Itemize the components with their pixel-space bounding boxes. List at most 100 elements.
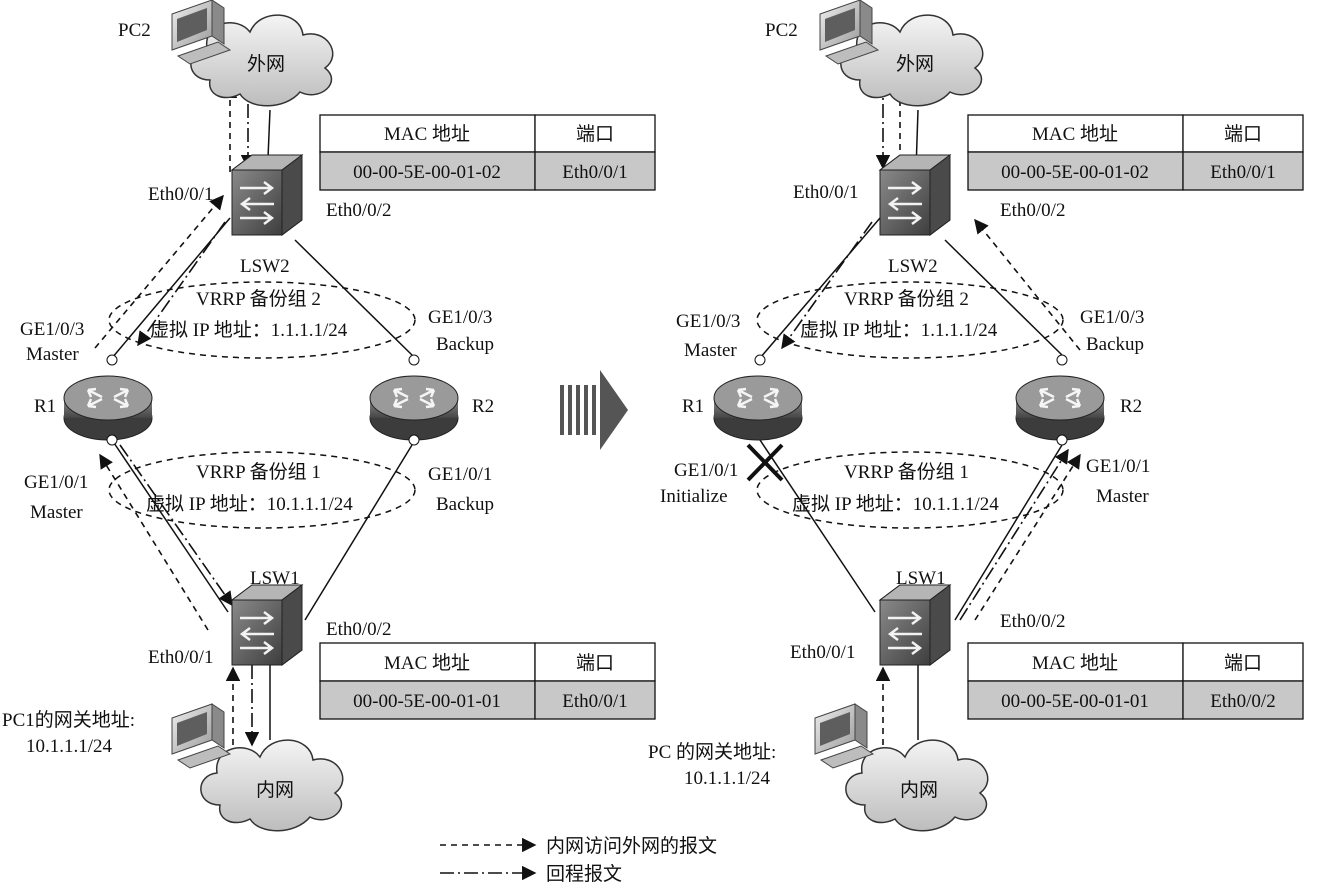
right-out-lsw1-r2 [974, 453, 1081, 621]
right-link-r2-lsw1 [954, 444, 1063, 621]
left-ret-lsw2-r1 [137, 221, 226, 347]
right-r2-dn-role: Master [1096, 486, 1149, 507]
left-vrrp-group1-ip: 虚拟 IP 地址：10.1.1.1/24 [146, 493, 353, 515]
left-ret-r1-lsw1 [119, 444, 233, 607]
left-lsw2-port1-label: Eth0/0/1 [148, 184, 213, 205]
left-r1-up-port [106, 354, 118, 366]
right-diagram: PC2 外网 Eth0/0/1 Eth0/0/2 LSW2 VRRP 备份组 2… [648, 0, 1304, 832]
left-vrrp-group2-ellipse [108, 281, 416, 359]
left-lsw2-port2-label: Eth0/0/2 [326, 200, 391, 221]
left-vrrp-group1-title: VRRP 备份组 1 [196, 461, 321, 483]
right-ret-r2-lsw1 [959, 448, 1069, 621]
right-top-table-port: Eth0/0/1 [1210, 162, 1275, 183]
right-vrrp-group2-title: VRRP 备份组 2 [844, 288, 969, 310]
left-vrrp-group2-ip: 虚拟 IP 地址：1.1.1.1/24 [150, 319, 348, 341]
legend-outbound-label: 内网访问外网的报文 [546, 835, 717, 857]
left-lan-label: 内网 [256, 779, 294, 801]
right-vrrp-group1-ellipse [756, 451, 1064, 529]
right-mac-table-bottom: MAC 地址 端口 00-00-5E-00-01-01 Eth0/0/2 [967, 642, 1304, 720]
right-out-r2-lsw2 [974, 218, 1081, 351]
right-r1-dn-role: Initialize [660, 486, 728, 507]
left-r2-dn-port [408, 434, 420, 446]
left-link-r1-lsw2 [111, 217, 231, 359]
right-top-table-header-port: 端口 [1224, 123, 1262, 145]
left-link-lsw2-r2 [294, 239, 413, 356]
right-bottom-table-header-port: 端口 [1224, 652, 1262, 674]
left-top-table-header-mac: MAC 地址 [384, 123, 470, 145]
left-bottom-table-port: Eth0/0/1 [562, 691, 627, 712]
left-r2-icon [368, 374, 460, 442]
transition-arrow-icon [560, 370, 628, 450]
right-r2-dn-port [1056, 434, 1068, 446]
left-pc1-gateway-line2: 10.1.1.1/24 [26, 736, 113, 757]
left-r2-label: R2 [472, 396, 494, 417]
left-top-table-mac: 00-00-5E-00-01-02 [353, 162, 501, 183]
left-diagram: PC2 外网 Eth0/0/1 Eth0/0/2 LSW2 VRRP 备份组 2… [2, 0, 656, 832]
right-vrrp-group1-ip: 虚拟 IP 地址：10.1.1.1/24 [792, 493, 999, 515]
legend-return-label: 回程报文 [546, 863, 622, 885]
right-lan-label: 内网 [900, 779, 938, 801]
left-r1-dn-port [106, 434, 118, 446]
left-r1-dn-role: Master [30, 502, 83, 523]
right-pc-gateway-line1: PC 的网关地址: [648, 741, 776, 763]
right-bottom-table-port: Eth0/0/2 [1210, 691, 1275, 712]
left-r2-up-port [408, 354, 420, 366]
right-lsw2-port1-label: Eth0/0/1 [793, 182, 858, 203]
right-r2-up-port [1056, 354, 1068, 366]
right-lsw2-icon [878, 153, 952, 237]
right-bottom-table-header-mac: MAC 地址 [1032, 652, 1118, 674]
left-out-lsw1-r1 [99, 453, 209, 631]
right-r2-up-role: Backup [1086, 334, 1144, 355]
right-vrrp-group2-ip: 虚拟 IP 地址：1.1.1.1/24 [800, 319, 998, 341]
left-link-r2-lsw1 [304, 444, 413, 621]
right-lsw1-icon [878, 583, 952, 667]
left-wan-label: 外网 [247, 53, 285, 75]
left-top-table-port: Eth0/0/1 [562, 162, 627, 183]
right-link-lsw2-r2 [944, 239, 1063, 356]
right-mac-table-top: MAC 地址 端口 00-00-5E-00-01-02 Eth0/0/1 [967, 114, 1304, 191]
right-pc2-label: PC2 [765, 20, 798, 41]
left-r1-label: R1 [34, 396, 56, 417]
right-lsw1-label: LSW1 [896, 568, 946, 589]
left-lsw1-label: LSW1 [250, 568, 300, 589]
right-link-r1-lsw2 [759, 217, 881, 359]
left-r1-up-role: Master [26, 344, 79, 365]
right-bottom-table-mac: 00-00-5E-00-01-01 [1001, 691, 1149, 712]
left-out-r1-lsw2 [94, 194, 224, 349]
left-lsw1-port2-label: Eth0/0/2 [326, 619, 391, 640]
right-top-table-mac: 00-00-5E-00-01-02 [1001, 162, 1149, 183]
left-lsw2-icon [230, 153, 304, 237]
left-mac-table-top: MAC 地址 端口 00-00-5E-00-01-02 Eth0/0/1 [319, 114, 656, 191]
left-bottom-table-header-mac: MAC 地址 [384, 652, 470, 674]
left-vrrp-group2-title: VRRP 备份组 2 [196, 288, 321, 310]
left-r1-icon [62, 374, 154, 442]
right-r2-dn-if: GE1/0/1 [1086, 456, 1150, 477]
right-top-table-header-mac: MAC 地址 [1032, 123, 1118, 145]
left-pc2-label: PC2 [118, 20, 151, 41]
right-ret-lsw2-r1 [781, 221, 873, 350]
right-r1-up-port [754, 354, 766, 366]
right-vrrp-group1-title: VRRP 备份组 1 [844, 461, 969, 483]
left-bottom-table-mac: 00-00-5E-00-01-01 [353, 691, 501, 712]
left-r1-dn-if: GE1/0/1 [24, 472, 88, 493]
left-r2-dn-if: GE1/0/1 [428, 464, 492, 485]
right-pc-gateway-line2: 10.1.1.1/24 [684, 768, 771, 789]
left-top-table-header-port: 端口 [576, 123, 614, 145]
right-r1-up-if: GE1/0/3 [676, 311, 740, 332]
left-r2-up-role: Backup [436, 334, 494, 355]
left-lsw1-port1-label: Eth0/0/1 [148, 647, 213, 668]
right-r2-icon [1014, 374, 1106, 442]
right-lsw2-port2-label: Eth0/0/2 [1000, 200, 1065, 221]
left-lsw2-label: LSW2 [240, 256, 290, 277]
left-r2-dn-role: Backup [436, 494, 494, 515]
right-lsw1-port2-label: Eth0/0/2 [1000, 611, 1065, 632]
right-vrrp-group2-ellipse [756, 281, 1064, 359]
left-link-r1-lsw1 [111, 439, 229, 613]
left-r2-up-if: GE1/0/3 [428, 307, 492, 328]
right-r2-up-if: GE1/0/3 [1080, 307, 1144, 328]
legend: 内网访问外网的报文 回程报文 [440, 835, 717, 885]
right-wan-label: 外网 [896, 53, 934, 75]
right-r1-up-role: Master [684, 340, 737, 361]
left-r1-up-if: GE1/0/3 [20, 319, 84, 340]
